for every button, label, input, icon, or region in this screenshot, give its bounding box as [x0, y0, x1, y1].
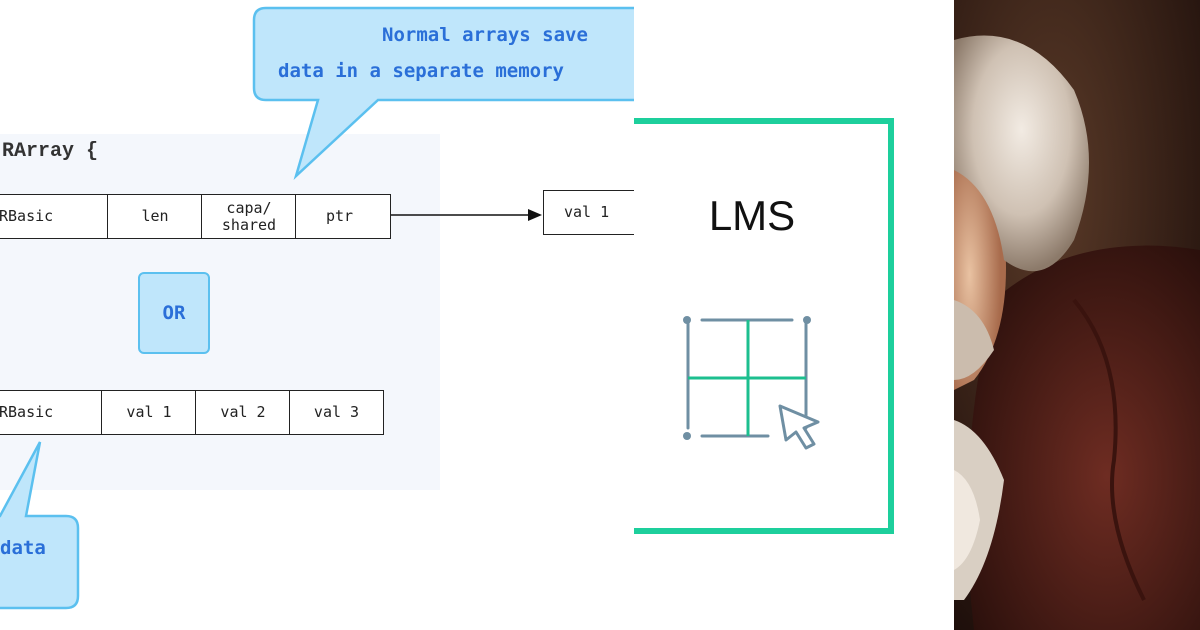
embedded-cell-val2: val 2: [195, 390, 291, 435]
embedded-cell-val3: val 3: [289, 390, 384, 435]
top-bubble-line1: Normal arrays save: [382, 24, 588, 46]
heap-cell-rbasic: RBasic: [0, 194, 109, 239]
lms-panel: [634, 0, 954, 630]
lms-frame: [634, 118, 894, 534]
heap-cell-len: len: [107, 194, 203, 239]
top-speech-bubble-shape: [252, 6, 634, 180]
embedded-cell-val1: val 1: [101, 390, 197, 435]
rarray-diagram-panel: RArray { Normal arrays save data in a se…: [0, 6, 634, 610]
speech-bubbles-svg: [0, 6, 634, 610]
bottom-speech-bubble-shape: [0, 441, 80, 610]
bottom-bubble-text: data: [0, 537, 46, 559]
grid-cursor-icon: [683, 316, 820, 450]
external-buffer-cell: val 1: [543, 190, 634, 235]
top-bubble-line2: data in a separate memory: [278, 60, 564, 82]
struct-header: RArray {: [2, 140, 99, 163]
heap-cell-capa-shared: capa/ shared: [201, 194, 297, 239]
heap-cell-ptr: ptr: [295, 194, 391, 239]
or-label-box: OR: [138, 272, 210, 354]
portrait-image: [954, 0, 1200, 630]
pointer-arrowhead: [528, 209, 542, 221]
lms-title: LMS: [708, 192, 796, 239]
embedded-cell-rbasic: RBasic: [0, 390, 103, 435]
portrait-painting: [954, 0, 1200, 630]
